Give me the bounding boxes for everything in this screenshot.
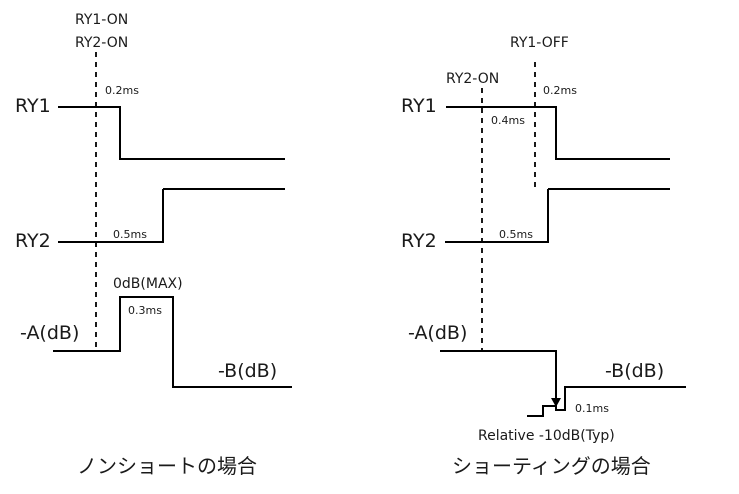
right-dip-duration: 0.1ms	[575, 402, 609, 415]
right-overlap-duration: 0.4ms	[491, 114, 525, 127]
right-ry2-label: RY2	[401, 230, 437, 252]
right-ry2-delay: 0.5ms	[499, 228, 533, 241]
right-diagram: RY1-OFF RY2-ON RY1 0.2ms 0.4ms RY2 0.5ms…	[401, 35, 686, 478]
right-event-ry1-off: RY1-OFF	[510, 35, 569, 51]
right-dip-pointer	[527, 405, 556, 417]
left-max-duration: 0.3ms	[128, 304, 162, 317]
right-caption: ショーティングの場合	[452, 454, 651, 478]
right-ry2-waveform	[445, 189, 549, 243]
left-diagram: RY1-ON RY2-ON RY1 0.2ms RY2 0.5ms 0dB(MA…	[15, 12, 292, 478]
right-ry1-label: RY1	[401, 95, 437, 117]
right-b-level-label: -B(dB)	[605, 360, 664, 382]
right-event-ry2-on: RY2-ON	[446, 71, 499, 87]
left-ry1-waveform	[58, 106, 285, 160]
left-a-level-label: -A(dB)	[20, 322, 79, 344]
left-ry2-waveform	[58, 189, 164, 243]
right-ry1-delay: 0.2ms	[543, 84, 577, 97]
left-ry2-delay: 0.5ms	[113, 228, 147, 241]
right-dip-label: Relative -10dB(Typ)	[478, 428, 615, 444]
left-caption: ノンショートの場合	[77, 454, 257, 478]
left-ry1-delay: 0.2ms	[105, 84, 139, 97]
right-a-level-label: -A(dB)	[408, 322, 467, 344]
left-event-ry2-on: RY2-ON	[75, 35, 128, 51]
right-ry1-waveform	[446, 106, 670, 160]
left-b-level-label: -B(dB)	[218, 360, 277, 382]
right-output-waveform	[440, 350, 686, 411]
left-output-waveform	[53, 296, 292, 388]
left-event-ry1-on: RY1-ON	[75, 12, 128, 28]
left-ry1-label: RY1	[15, 95, 51, 117]
right-dip-arrow-icon	[551, 398, 561, 407]
left-max-label: 0dB(MAX)	[113, 276, 183, 292]
left-ry2-label: RY2	[15, 230, 51, 252]
